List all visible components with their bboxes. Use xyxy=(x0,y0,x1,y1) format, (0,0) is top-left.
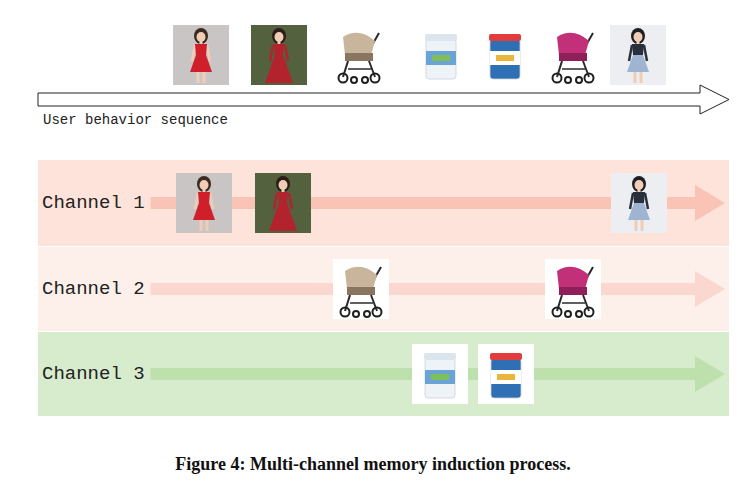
product-image xyxy=(478,344,534,404)
channel-band: Channel 3 xyxy=(38,332,729,416)
channel-arrow xyxy=(151,271,725,307)
product-image xyxy=(545,259,601,319)
channel-label: Channel 1 xyxy=(42,192,145,214)
product-image xyxy=(255,173,311,233)
channel-label: Channel 3 xyxy=(42,363,145,385)
product-image xyxy=(413,25,469,85)
product-image xyxy=(173,25,229,85)
channel-band: Channel 2 xyxy=(38,247,729,331)
product-image xyxy=(477,25,533,85)
product-image xyxy=(331,25,387,85)
product-image xyxy=(412,344,468,404)
channel-label: Channel 2 xyxy=(42,278,145,300)
channel-band: Channel 1 xyxy=(38,160,729,246)
product-image xyxy=(251,25,307,85)
sequence-arrow xyxy=(38,85,729,114)
figure-caption: Figure 4: Multi-channel memory induction… xyxy=(0,454,746,475)
product-image xyxy=(176,173,232,233)
product-image xyxy=(545,25,601,85)
channel-arrow xyxy=(151,185,725,221)
product-image xyxy=(610,25,666,85)
axis-label: User behavior sequence xyxy=(43,112,228,128)
product-image xyxy=(611,173,667,233)
product-image xyxy=(333,259,389,319)
